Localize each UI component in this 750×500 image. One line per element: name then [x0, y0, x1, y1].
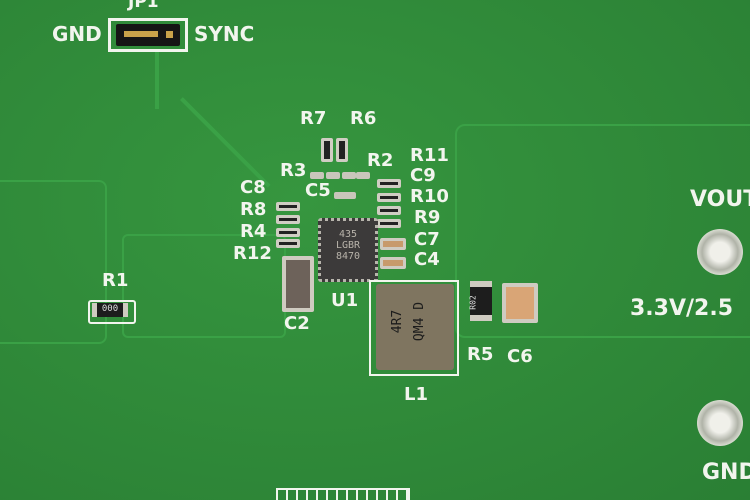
trace	[155, 50, 159, 109]
label-gnd: GND	[52, 22, 102, 46]
jumper-pin	[166, 31, 173, 38]
ic-u1: 435 LGBR 8470	[318, 218, 378, 282]
label-c4: C4	[414, 249, 440, 270]
capacitor-c8	[276, 202, 300, 211]
test-point-gnd[interactable]	[697, 400, 743, 446]
capacitor-c6	[502, 283, 538, 323]
label-c2: C2	[284, 313, 310, 334]
copper-pour-left	[0, 180, 107, 344]
r1-outline	[88, 300, 136, 324]
label-c6: C6	[507, 346, 533, 367]
ic-marking: 435	[338, 229, 358, 240]
resistor-r4	[276, 228, 300, 237]
label-r11: R11	[410, 145, 449, 166]
label-r6: R6	[350, 108, 377, 129]
resistor-r1: 000	[92, 303, 128, 317]
ic-marking: 8470	[335, 251, 361, 262]
resistor-r3	[310, 172, 324, 179]
label-gnd-right: GND	[702, 460, 750, 485]
resistor-r3-pad	[326, 172, 340, 179]
inductor-marking: QM4 D	[412, 301, 428, 342]
label-r8: R8	[240, 199, 267, 220]
capacitor-c4	[380, 257, 406, 269]
label-r2: R2	[367, 150, 394, 171]
resistor-r5: R02	[468, 281, 492, 321]
label-c5: C5	[305, 180, 331, 201]
test-point-vout[interactable]	[697, 229, 743, 275]
capacitor-c2	[282, 256, 314, 312]
resistor-r6	[336, 138, 348, 162]
label-r4: R4	[240, 221, 267, 242]
copper-pour-vout	[455, 124, 750, 338]
label-r9: R9	[414, 207, 441, 228]
trace	[180, 97, 271, 188]
label-c7: C7	[414, 229, 440, 250]
capacitor-c9	[377, 193, 401, 202]
connector-header	[276, 488, 410, 500]
r5-marking: R02	[468, 295, 478, 310]
resistor-r7	[321, 138, 333, 162]
label-u1: U1	[331, 290, 359, 311]
label-r3: R3	[280, 160, 307, 181]
resistor-r2-pad	[342, 172, 356, 179]
capacitor-c7	[380, 238, 406, 250]
label-sync: SYNC	[194, 22, 255, 46]
label-r5: R5	[467, 344, 494, 365]
inductor-l1: 4R7 QM4 D	[376, 284, 454, 370]
label-r10: R10	[410, 186, 449, 207]
inductor-marking: 4R7	[390, 309, 406, 334]
resistor-r9	[377, 219, 401, 228]
label-l1: L1	[404, 384, 428, 405]
capacitor-c5	[334, 192, 356, 199]
resistor-r12	[276, 239, 300, 248]
ic-marking: LGBR	[335, 240, 361, 251]
resistor-r8	[276, 215, 300, 224]
jumper-pin	[124, 31, 158, 37]
label-jp1: JP1	[128, 0, 159, 12]
label-r1: R1	[102, 270, 129, 291]
label-c8: C8	[240, 177, 266, 198]
label-vout-value: 3.3V/2.5	[630, 296, 734, 321]
resistor-r10	[377, 206, 401, 215]
label-r12: R12	[233, 243, 272, 264]
r1-marking: 000	[101, 304, 119, 314]
resistor-r2-pad	[356, 172, 370, 179]
label-c9: C9	[410, 165, 436, 186]
l1-outline	[369, 280, 459, 376]
jumper-outline	[108, 18, 188, 52]
label-r7: R7	[300, 108, 327, 129]
resistor-r11	[377, 179, 401, 188]
label-vout: VOUT	[690, 187, 750, 212]
